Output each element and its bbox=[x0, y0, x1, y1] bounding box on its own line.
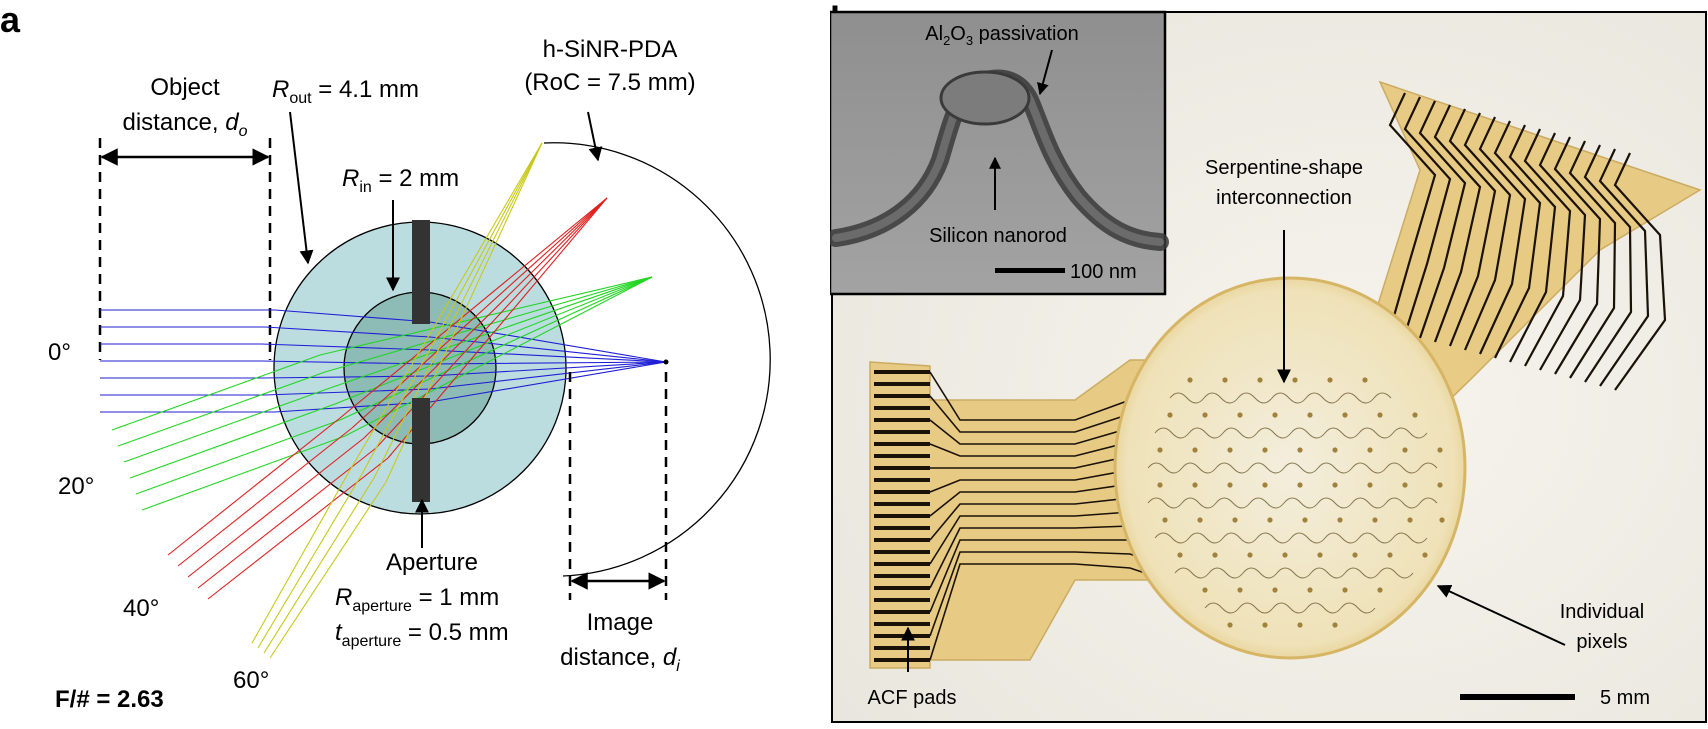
detector-label-line2: (RoC = 7.5 mm) bbox=[524, 69, 695, 96]
right-cable-traces bbox=[1388, 92, 1667, 391]
object-distance-line1: Object bbox=[150, 74, 220, 101]
inset-scalebar-label: 100 nm bbox=[1070, 261, 1137, 283]
f-number-label: F/# = 2.63 bbox=[55, 686, 164, 713]
serpentine-label-line1: Serpentine-shape bbox=[1205, 157, 1363, 179]
angle-20-label: 20° bbox=[58, 473, 94, 500]
angle-0-label: 0° bbox=[48, 339, 71, 366]
device-photo-svg: b bbox=[827, 0, 1707, 723]
panel-a-letter: a bbox=[0, 0, 21, 40]
object-distance-line2: distance, do bbox=[123, 109, 248, 140]
angle-60-label: 60° bbox=[233, 667, 269, 694]
pads-label: ACF pads bbox=[868, 687, 957, 709]
photo-scalebar bbox=[1460, 694, 1575, 700]
passivation-label: Al2O3 passivation bbox=[925, 23, 1078, 48]
acf-pad-traces bbox=[874, 370, 930, 662]
pixels-pointer bbox=[1436, 584, 1566, 646]
r-out-pointer bbox=[289, 111, 314, 265]
image-distance-line1: Image bbox=[587, 609, 654, 636]
hemispherical-dome bbox=[1113, 276, 1467, 660]
detector-arc bbox=[543, 142, 771, 577]
passivation-pointer bbox=[1037, 49, 1053, 96]
aperture-title: Aperture bbox=[386, 549, 478, 576]
detector-label-line1: h-SiNR-PDA bbox=[543, 36, 678, 63]
r-out-label: Rout = 4.1 mm bbox=[272, 76, 419, 107]
detector-pointer bbox=[587, 111, 603, 162]
tem-nanorod-tip bbox=[939, 70, 1031, 126]
serpentine-label-line2: interconnection bbox=[1216, 187, 1352, 209]
aperture-radius-label: Raperture = 1 mm bbox=[335, 584, 499, 615]
inset-scalebar bbox=[995, 268, 1065, 273]
aperture-thickness-label: taperture = 0.5 mm bbox=[335, 619, 509, 650]
pixel-array bbox=[1157, 377, 1445, 628]
photo-scalebar-label: 5 mm bbox=[1600, 687, 1650, 709]
pixels-label-line1: Individual bbox=[1560, 601, 1645, 623]
tem-inset-frame bbox=[828, 10, 1167, 296]
focal-point bbox=[663, 359, 669, 365]
nanorod-label: Silicon nanorod bbox=[929, 225, 1067, 247]
image-distance-line2: distance, di bbox=[560, 644, 680, 675]
aperture-bottom bbox=[412, 398, 430, 502]
rays-20deg bbox=[111, 276, 653, 511]
aperture-top bbox=[412, 220, 430, 324]
pixels-label-line2: pixels bbox=[1576, 631, 1627, 653]
angle-40-label: 40° bbox=[123, 595, 159, 622]
rays-0deg bbox=[100, 309, 667, 413]
r-in-label: Rin = 2 mm bbox=[342, 165, 459, 196]
lens-diagram-svg: a Object distance, do bbox=[0, 0, 771, 713]
panel-a-lens-diagram: a Object distance, do bbox=[0, 0, 830, 724]
serpentine-interconnects bbox=[1147, 392, 1438, 614]
panel-b-photo: b bbox=[827, 0, 1708, 724]
